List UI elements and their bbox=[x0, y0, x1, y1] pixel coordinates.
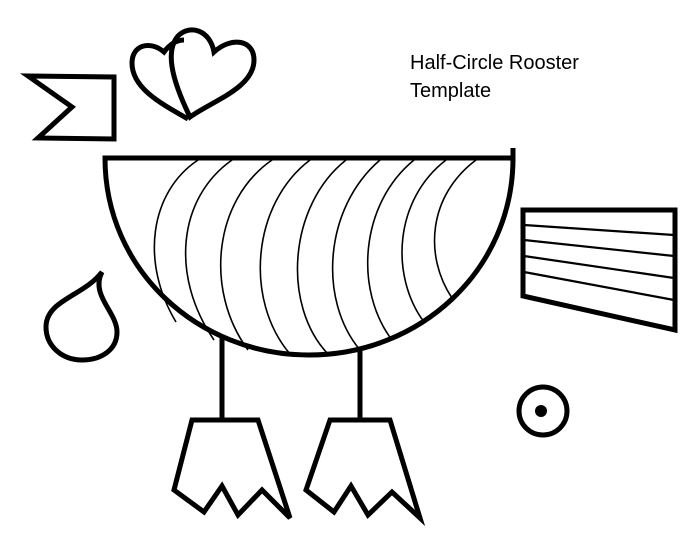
template-title: Half-Circle Rooster Template bbox=[410, 49, 579, 105]
heart-comb-shape bbox=[129, 27, 257, 122]
legs-shape bbox=[219, 337, 363, 418]
beak-flag-shape bbox=[19, 73, 117, 142]
title-line-1: Half-Circle Rooster bbox=[410, 52, 579, 74]
tail-feathers-shape bbox=[520, 207, 678, 334]
title-line-2: Template bbox=[410, 80, 492, 102]
feet-shape bbox=[171, 417, 426, 527]
eye-shape bbox=[516, 384, 570, 438]
wattle-drop-shape bbox=[43, 270, 120, 363]
half-circle-body-shape bbox=[102, 148, 516, 358]
